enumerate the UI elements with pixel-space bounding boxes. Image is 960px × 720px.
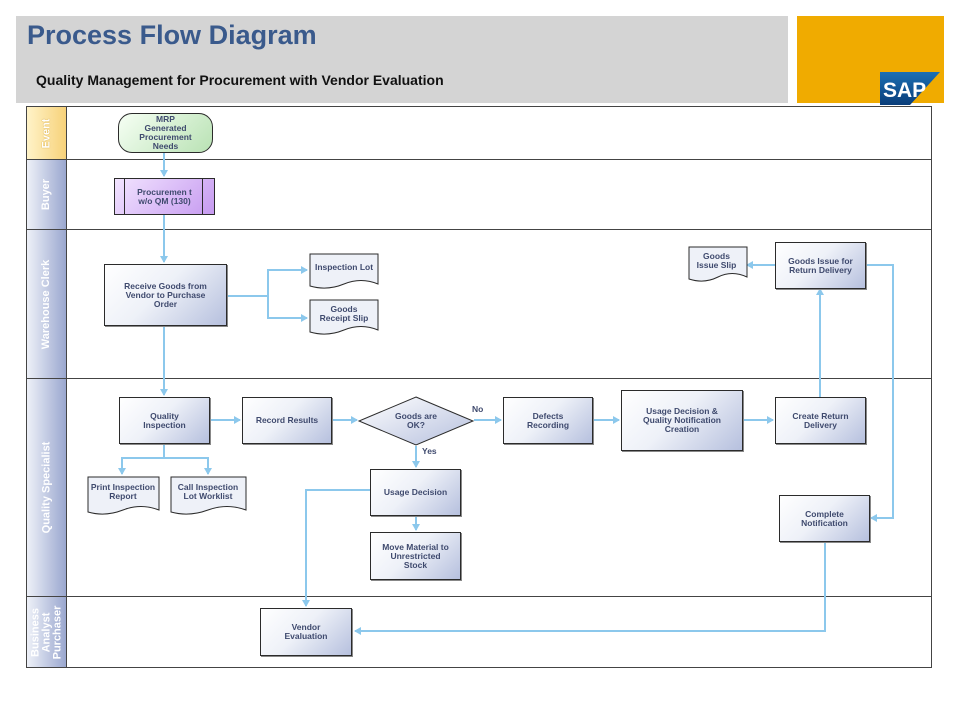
header-band [16, 16, 788, 103]
document-goods-issue-slip [688, 246, 748, 282]
connector [302, 489, 370, 607]
connector [227, 266, 308, 297]
event-mrp-procurement-needs: MRP Generated Procurement Needs [118, 113, 213, 153]
task-goods-issue-return-delivery: Goods Issue for Return Delivery [775, 242, 866, 289]
task-record-results: Record Results [242, 397, 332, 444]
page-subtitle: Quality Management for Procurement with … [36, 72, 444, 88]
lane-buyer: Buyer [27, 160, 67, 229]
lane-event: Event [27, 107, 67, 159]
lane-business-analyst: Business Analyst Purchaser [27, 597, 67, 667]
page-title: Process Flow Diagram [27, 20, 317, 50]
task-move-material: Move Material to Unrestricted Stock [370, 532, 461, 580]
connector [866, 264, 894, 522]
edge-label-no: No [472, 404, 484, 414]
connector [118, 445, 165, 475]
node-label: Quality Inspection [143, 410, 186, 430]
task-usage-decision: Usage Decision [370, 469, 461, 516]
node-label: Create Return Delivery [792, 410, 849, 430]
task-complete-notification: Complete Notification [779, 495, 870, 542]
sap-logo-text: SAP [883, 79, 926, 102]
task-receive-goods: Receive Goods from Vendor to Purchase Or… [104, 264, 227, 326]
node-label: Record Results [255, 415, 319, 425]
document-inspection-lot [309, 253, 379, 289]
connector [354, 542, 826, 635]
task-usage-decision-quality-notification: Usage Decision & Quality Notification Cr… [621, 390, 743, 451]
lane-divider [26, 229, 932, 230]
swimlane-frame [26, 106, 932, 668]
task-vendor-evaluation: Vendor Evaluation [260, 608, 352, 656]
node-label: MRP Generated Procurement Needs [139, 114, 192, 151]
node-label: Receive Goods from Vendor to Purchase Or… [124, 280, 207, 309]
node-label: Procuremen t w/o QM (130) [137, 186, 192, 206]
node-label: Defects Recording [526, 410, 570, 430]
document-label: Print Inspection Report [90, 482, 156, 501]
subprocess-procurement-wo-qm: Procuremen t w/o QM (130) [114, 178, 215, 215]
node-label: Usage Decision [383, 487, 448, 497]
document-label: Inspection Lot [314, 261, 374, 272]
node-label: Complete Notification [801, 508, 848, 528]
task-create-return-delivery: Create Return Delivery [775, 397, 866, 444]
lane-divider [26, 378, 932, 379]
lane-quality-specialist: Quality Specialist [27, 379, 67, 596]
document-label: Goods Issue Slip [696, 251, 737, 270]
lane-divider [26, 596, 932, 597]
edge-label-yes: Yes [422, 446, 437, 456]
decision-goods-ok [357, 396, 475, 446]
node-label: Move Material to Unrestricted Stock [382, 541, 449, 570]
document-call-inspection-lot-worklist [170, 476, 247, 515]
document-label: Goods Receipt Slip [319, 304, 369, 323]
connector [267, 296, 308, 322]
document-goods-receipt-slip [309, 299, 379, 335]
connector [164, 457, 212, 475]
document-label: Call Inspection Lot Worklist [177, 482, 239, 501]
node-label: Goods Issue for Return Delivery [788, 255, 853, 275]
node-label: Usage Decision & Quality Notification Cr… [643, 406, 721, 434]
decision-label: Goods are OK? [394, 411, 438, 430]
node-label: Vendor Evaluation [284, 622, 328, 641]
document-print-inspection-report [87, 476, 160, 515]
lane-divider [26, 159, 932, 160]
lane-warehouse-clerk: Warehouse Clerk [27, 230, 67, 378]
task-defects-recording: Defects Recording [503, 397, 593, 444]
task-quality-inspection: Quality Inspection [119, 397, 210, 444]
sap-logo: SAP [880, 72, 940, 105]
